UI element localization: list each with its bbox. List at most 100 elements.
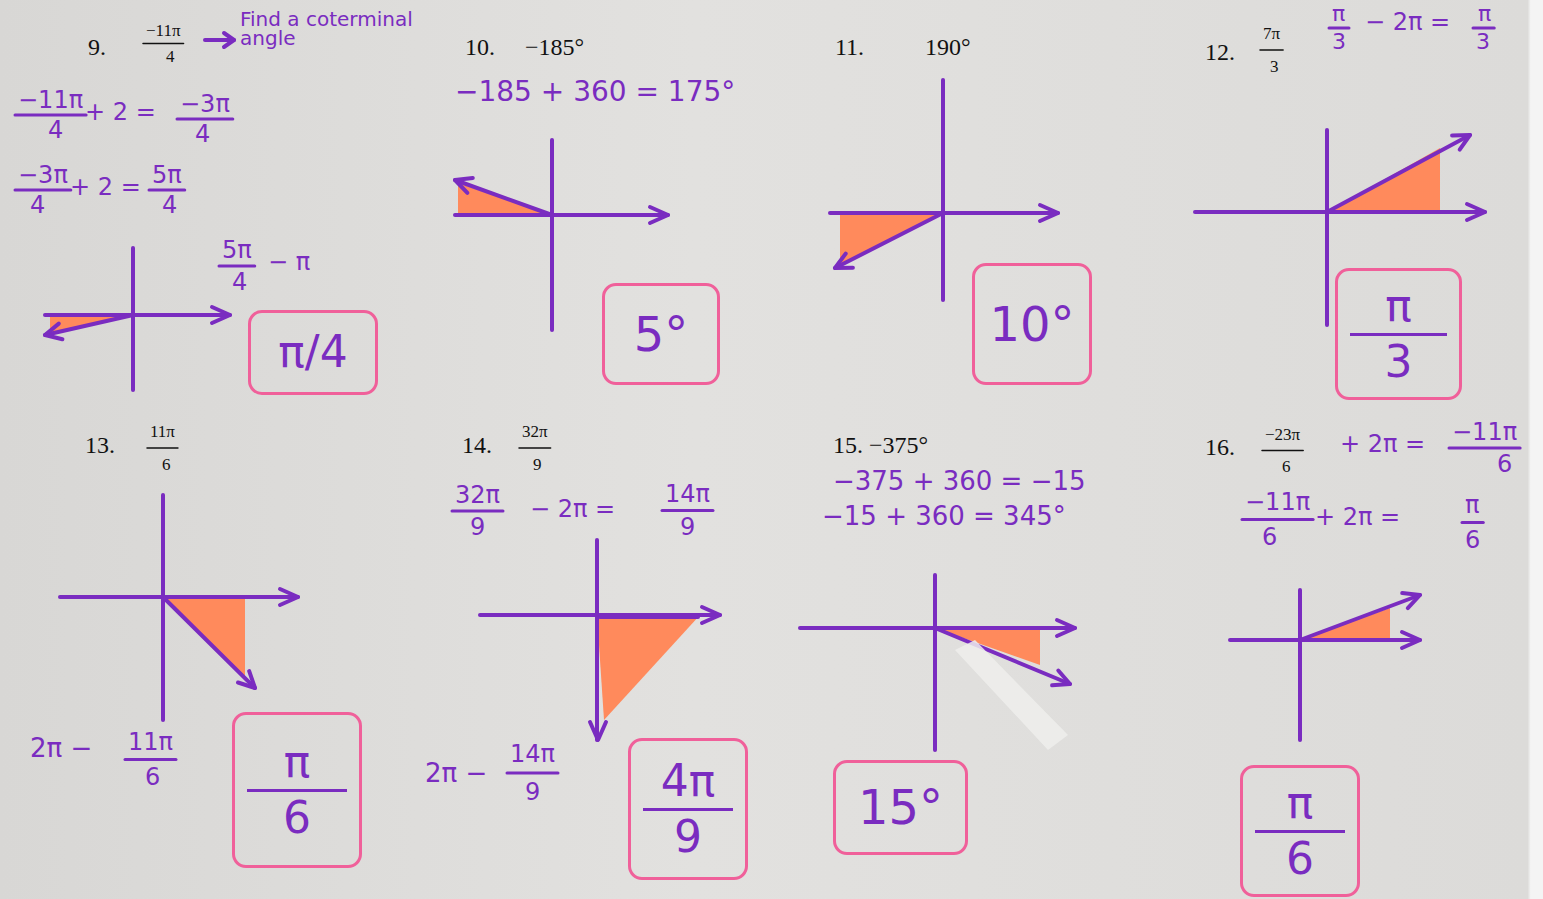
answer-text: 5° [634, 309, 689, 359]
handwritten-work: 6 [1465, 528, 1480, 552]
tape [955, 640, 1068, 750]
fraction-bar [149, 189, 185, 192]
handwritten-work: π [1478, 3, 1491, 25]
answer-box: π/4 [248, 310, 378, 395]
answer-box: 15° [833, 760, 968, 855]
answer-box: 5° [602, 283, 720, 385]
handwritten-work: 5π [222, 238, 252, 262]
handwritten-work: −11π [1245, 490, 1310, 514]
printed-problem: 13. [85, 433, 115, 457]
answer-box: 4π9 [628, 738, 748, 880]
fraction-bar [1449, 447, 1520, 450]
printed-problem: 12. [1205, 40, 1235, 64]
printed-problem: 32π [522, 423, 548, 440]
printed-problem: 7π [1263, 25, 1280, 42]
handwritten-work: π [1465, 493, 1479, 517]
shaded-triangles [50, 148, 1440, 720]
printed-problem: 16. [1205, 435, 1235, 459]
answer-text: 3 [1385, 339, 1413, 385]
fraction-bar [1350, 333, 1447, 336]
printed-problem: −11π [146, 22, 181, 39]
answer-box: 10° [972, 263, 1092, 385]
handwritten-work: −11π [18, 88, 83, 112]
answer-text: π [1287, 780, 1314, 826]
handwritten-work: 9 [470, 515, 485, 539]
printed-problem: 14. [462, 433, 492, 457]
handwritten-work: 11π [128, 730, 173, 754]
fraction-bar [1473, 27, 1494, 30]
printed-problem: 3 [1270, 58, 1279, 75]
answer-text: π [1385, 283, 1412, 329]
handwritten-work: + 2 = [70, 175, 141, 199]
printed-problem: 11π [150, 423, 175, 440]
handwritten-work: −11π [1452, 420, 1517, 444]
fraction-bar [452, 510, 503, 513]
handwritten-work: − π [268, 250, 310, 274]
handwritten-work: 4 [195, 122, 210, 146]
fraction-bar [1329, 27, 1349, 30]
fraction-bar [519, 447, 551, 449]
handwritten-work: −185 + 360 = 175° [455, 78, 735, 106]
fraction-bar [1255, 830, 1345, 833]
answer-text: 15° [858, 782, 943, 832]
fraction-bar [125, 758, 176, 761]
handwritten-work: 5π [152, 163, 182, 187]
fraction-bar [507, 772, 558, 775]
answer-text: 4π [661, 758, 715, 804]
printed-problem: 4 [166, 48, 175, 65]
printed-problem: 15. −375° [833, 433, 928, 457]
printed-problem: 9 [533, 456, 542, 473]
handwritten-work: 6 [145, 765, 160, 789]
answer-text: 10° [989, 299, 1074, 349]
handwritten-work: −15 + 360 = 345° [822, 503, 1066, 529]
handwritten-work: 4 [232, 270, 247, 294]
handwritten-work: − 2π = [1365, 10, 1450, 34]
fraction-bar [1242, 518, 1313, 521]
handwritten-work: 9 [680, 515, 695, 539]
handwritten-work: 2π − [425, 760, 487, 786]
fraction-bar [1462, 521, 1483, 524]
handwritten-work: 4 [48, 118, 63, 142]
fraction-bar [247, 789, 347, 792]
handwritten-work: 6 [1262, 525, 1277, 549]
handwritten-work: −3π [18, 163, 68, 187]
fraction-bar [143, 43, 184, 45]
fraction-bar [1262, 450, 1303, 452]
handwritten-work: 32π [455, 483, 500, 507]
handwritten-work: 4 [30, 193, 45, 217]
handwritten-work: 3 [1476, 31, 1490, 53]
handwritten-work: 3 [1332, 31, 1346, 53]
answer-box: π6 [1240, 765, 1360, 897]
fraction-bar [147, 447, 178, 449]
fraction-bar [643, 808, 733, 811]
fraction-bar [15, 114, 86, 117]
handwritten-work: π [1332, 3, 1345, 25]
printed-problem: −185° [525, 35, 584, 59]
handwritten-work: −375 + 360 = −15 [833, 468, 1086, 494]
fraction-bar [219, 265, 255, 268]
answer-text: π/4 [278, 329, 347, 375]
handwritten-work: − 2π = [530, 497, 615, 521]
handwritten-work: + 2π = [1340, 432, 1425, 456]
handwritten-work: + 2π = [1315, 505, 1400, 529]
handwritten-work: 14π [665, 482, 710, 506]
fraction-bar [15, 189, 71, 192]
printed-problem: 6 [1282, 458, 1291, 475]
handwritten-work: Find a coterminal angle [240, 10, 455, 48]
handwritten-work: 6 [1497, 452, 1512, 476]
answer-text: 9 [674, 814, 702, 860]
answer-text: 6 [283, 795, 311, 841]
handwritten-work: −3π [180, 92, 230, 116]
answer-text: π [284, 739, 311, 785]
handwritten-work: + 2 = [85, 100, 156, 124]
answer-box: π3 [1335, 268, 1462, 400]
printed-problem: 11. [835, 35, 864, 59]
axes-and-rays [45, 33, 1485, 750]
printed-problem: −23π [1265, 426, 1300, 443]
printed-problem: 10. [465, 35, 495, 59]
fraction-bar [177, 118, 233, 121]
handwritten-work: 9 [525, 780, 540, 804]
handwritten-work: 2π − [30, 735, 92, 761]
fraction-bar [662, 509, 713, 512]
fraction-bar [1260, 49, 1283, 51]
